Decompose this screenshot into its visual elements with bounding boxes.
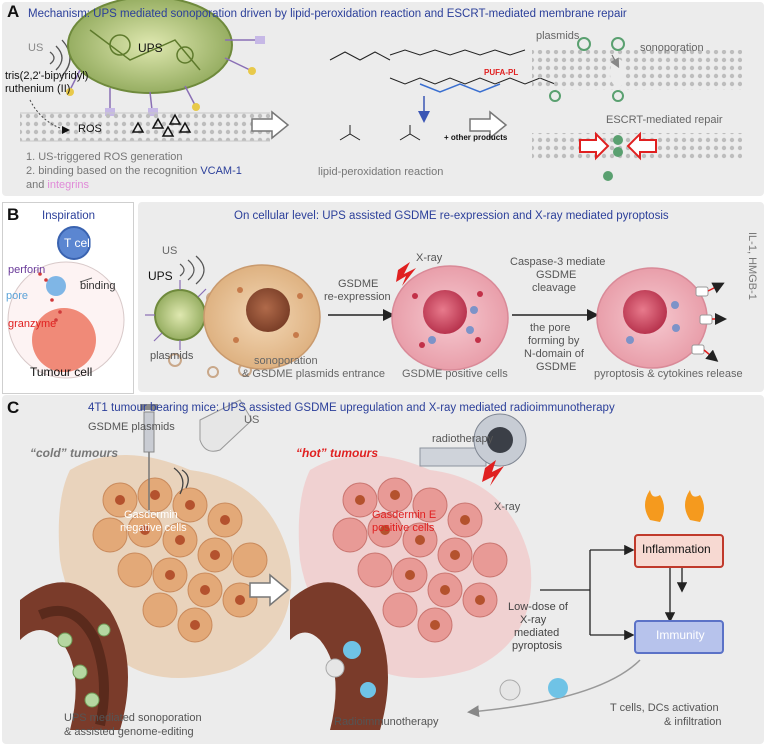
sonoporation-label-a: sonoporation: [640, 42, 704, 54]
tcells-2: & infiltration: [664, 716, 722, 728]
other-products-label: + other products: [444, 133, 508, 142]
sonoporation-label-b-1: sonoporation: [254, 355, 318, 367]
plasmids-label-a: plasmids: [536, 30, 580, 42]
perforin-label: perforin: [8, 264, 46, 276]
immunity-box: [634, 620, 724, 654]
gasdermin-pos-2: positive cells: [372, 522, 435, 534]
inspiration-label: Inspiration: [42, 210, 96, 222]
casp-3: cleavage: [532, 282, 577, 294]
ups-label-b: UPS: [148, 269, 173, 283]
granzyme-label: granzyme: [8, 318, 57, 330]
panel-b-label: B: [7, 205, 20, 224]
casp-2: GSDME: [536, 269, 577, 281]
inflammation-label: Inflammation: [642, 542, 711, 556]
casp-1: Caspase-3 mediate: [510, 256, 606, 268]
panel-c-label: C: [7, 398, 20, 417]
lowdose-1: Low-dose of: [508, 601, 568, 613]
step-2-and: and: [26, 179, 45, 191]
gsdme-reexpr-1: GSDME: [338, 278, 379, 290]
ros-label: ROS: [78, 123, 102, 135]
ru-label-1: tris(2,2'-bipyridyl): [5, 70, 89, 82]
lipid-reaction-label: lipid-peroxidation reaction: [318, 166, 444, 178]
binding-label: binding: [80, 280, 116, 292]
tumour-cell-label: Tumour cell: [30, 365, 93, 379]
xray-label-c: X-ray: [494, 501, 521, 513]
step-1: 1. US-triggered ROS generation: [26, 151, 183, 163]
lowdose-3: mediated: [514, 627, 560, 639]
radioimmunotherapy-label: Radioimmunotherapy: [334, 716, 439, 728]
us-label-c: US: [244, 414, 260, 426]
integrins-label: integrins: [47, 179, 89, 191]
pore-form-1: the pore: [530, 322, 571, 334]
gsdme-positive-label: GSDME positive cells: [402, 368, 508, 380]
pore-label: pore: [6, 290, 29, 302]
ups-sonoporation-2: & assisted genome-editing: [64, 726, 194, 738]
gsdme-reexpr-2: re-expression: [324, 291, 391, 303]
vcam-label: VCAM-1: [200, 165, 242, 177]
panel-c-title: 4T1 tumour bearing mice: UPS assisted GS…: [88, 402, 615, 414]
panel-a-title: Mechanism: UPS mediated sonoporation dri…: [28, 8, 627, 20]
ru-label-2: ruthenium (II): [5, 83, 71, 95]
cold-tumours-label: “cold” tumours: [30, 446, 119, 460]
us-label-a: US: [28, 42, 44, 54]
escrt-repair-label: ESCRT-mediated repair: [606, 114, 723, 126]
pore-form-4: GSDME: [536, 361, 577, 373]
pore-form-2: forming by: [528, 335, 580, 347]
gasdermin-pos-1: Gasdermin E: [372, 509, 437, 521]
plasmids-label-b: plasmids: [150, 350, 194, 362]
inflammation-box: [634, 534, 724, 568]
pufa-label: PUFA-PL: [484, 68, 519, 77]
lowdose-4: pyroptosis: [512, 640, 563, 652]
gasdermin-neg-1: Gasdermin: [124, 509, 178, 521]
gsdme-plasmids-label: GSDME plasmids: [88, 421, 175, 433]
us-label-b: US: [162, 245, 178, 257]
lowdose-2: X-ray: [520, 614, 547, 626]
panel-a-label: A: [7, 2, 20, 21]
immunity-label: Immunity: [656, 628, 705, 642]
step-2-cont: and integrins: [26, 179, 89, 192]
radiotherapy-label: radiotherapy: [432, 433, 494, 445]
sonoporation-label-b-2: & GSDME plasmids entrance: [242, 368, 386, 380]
ups-sonoporation-1: UPS mediated sonoporation: [64, 712, 202, 724]
tcell-label: T cell: [64, 236, 93, 250]
gasdermin-neg-2: negative cells: [120, 522, 187, 534]
il1-label: IL-1, HMGB-1: [746, 232, 758, 300]
pore-form-3: N-domain of: [524, 348, 584, 360]
hot-tumours-label: “hot” tumours: [296, 446, 378, 460]
xray-label-b: X-ray: [416, 252, 443, 264]
step-2-prefix: 2. binding based on the recognition: [26, 165, 198, 177]
ups-label-a: UPS: [138, 41, 163, 55]
step-2: 2. binding based on the recognition VCAM…: [26, 165, 242, 178]
pyroptosis-label: pyroptosis & cytokines release: [594, 368, 743, 380]
panel-b-title: On cellular level: UPS assisted GSDME re…: [234, 210, 669, 222]
tcells-1: T cells, DCs activation: [610, 702, 719, 714]
